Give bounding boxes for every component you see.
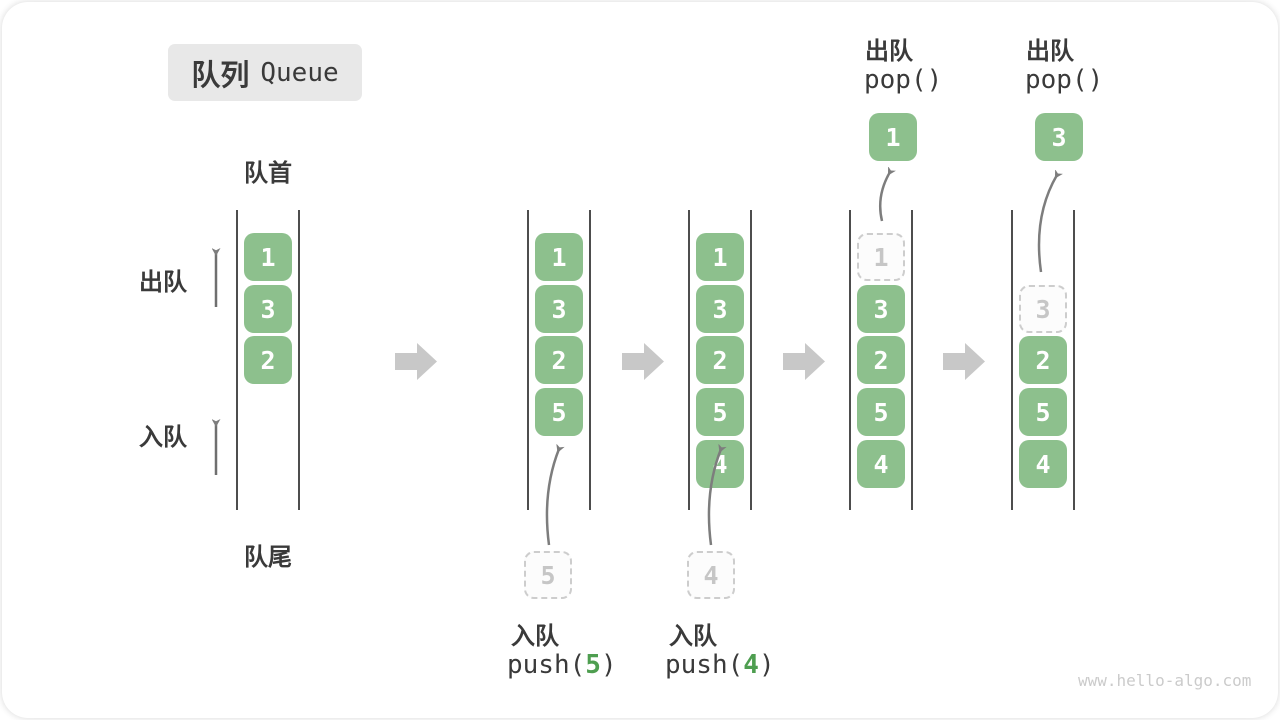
queue-wall (1073, 210, 1075, 510)
queue-cell: 5 (535, 388, 583, 436)
enqueue-op-code: push(5) (507, 650, 617, 680)
removed-cell: 1 (857, 233, 905, 281)
watermark: www.hello-algo.com (1078, 671, 1252, 690)
queue-cell: 1 (535, 233, 583, 281)
queue-wall (236, 210, 238, 510)
queue-cell: 1 (244, 233, 292, 281)
queue-cell: 2 (535, 336, 583, 384)
incoming-cell: 4 (687, 551, 735, 599)
queue-wall (589, 210, 591, 510)
queue-cell: 2 (857, 336, 905, 384)
queue-cell: 2 (1019, 336, 1067, 384)
queue-cell: 5 (696, 388, 744, 436)
dequeue-op-label: 出队 (865, 38, 913, 65)
queue-rear-label: 队尾 (244, 544, 292, 571)
dequeue-op-code: pop() (1025, 65, 1104, 95)
enqueue-side-label: 入队 (139, 424, 187, 451)
title-badge: 队列 Queue (168, 44, 362, 101)
code-post: ) (600, 650, 617, 680)
dequeue-op-label: 出队 (1026, 38, 1074, 65)
code-pre: push( (507, 650, 586, 680)
queue-cell: 3 (535, 285, 583, 333)
code-post: ) (758, 650, 775, 680)
dequeue-side-label: 出队 (139, 269, 187, 296)
title-zh: 队列 (191, 59, 250, 92)
code-arg: 4 (743, 650, 759, 680)
title-en: Queue (260, 57, 339, 88)
enqueue-op-label: 入队 (511, 623, 559, 650)
queue-wall (849, 210, 851, 510)
enqueue-op-code: push(4) (665, 650, 775, 680)
queue-wall (911, 210, 913, 510)
queue-cell: 4 (1019, 440, 1067, 488)
queue-cell: 4 (696, 440, 744, 488)
queue-cell: 2 (696, 336, 744, 384)
queue-cell: 4 (857, 440, 905, 488)
popped-cell: 3 (1035, 113, 1083, 161)
code-pre: push( (665, 650, 744, 680)
queue-wall (688, 210, 690, 510)
queue-wall (298, 210, 300, 510)
queue-cell: 3 (696, 285, 744, 333)
queue-cell: 5 (1019, 388, 1067, 436)
enqueue-op-label: 入队 (669, 623, 717, 650)
queue-wall (527, 210, 529, 510)
queue-front-label: 队首 (244, 160, 292, 187)
queue-wall (1011, 210, 1013, 510)
queue-cell: 3 (857, 285, 905, 333)
queue-cell: 3 (244, 285, 292, 333)
queue-wall (750, 210, 752, 510)
popped-cell: 1 (869, 113, 917, 161)
incoming-cell: 5 (524, 551, 572, 599)
dequeue-op-code: pop() (864, 65, 943, 95)
queue-cell: 1 (696, 233, 744, 281)
removed-cell: 3 (1019, 285, 1067, 333)
queue-cell: 5 (857, 388, 905, 436)
code-arg: 5 (585, 650, 601, 680)
queue-cell: 2 (244, 336, 292, 384)
